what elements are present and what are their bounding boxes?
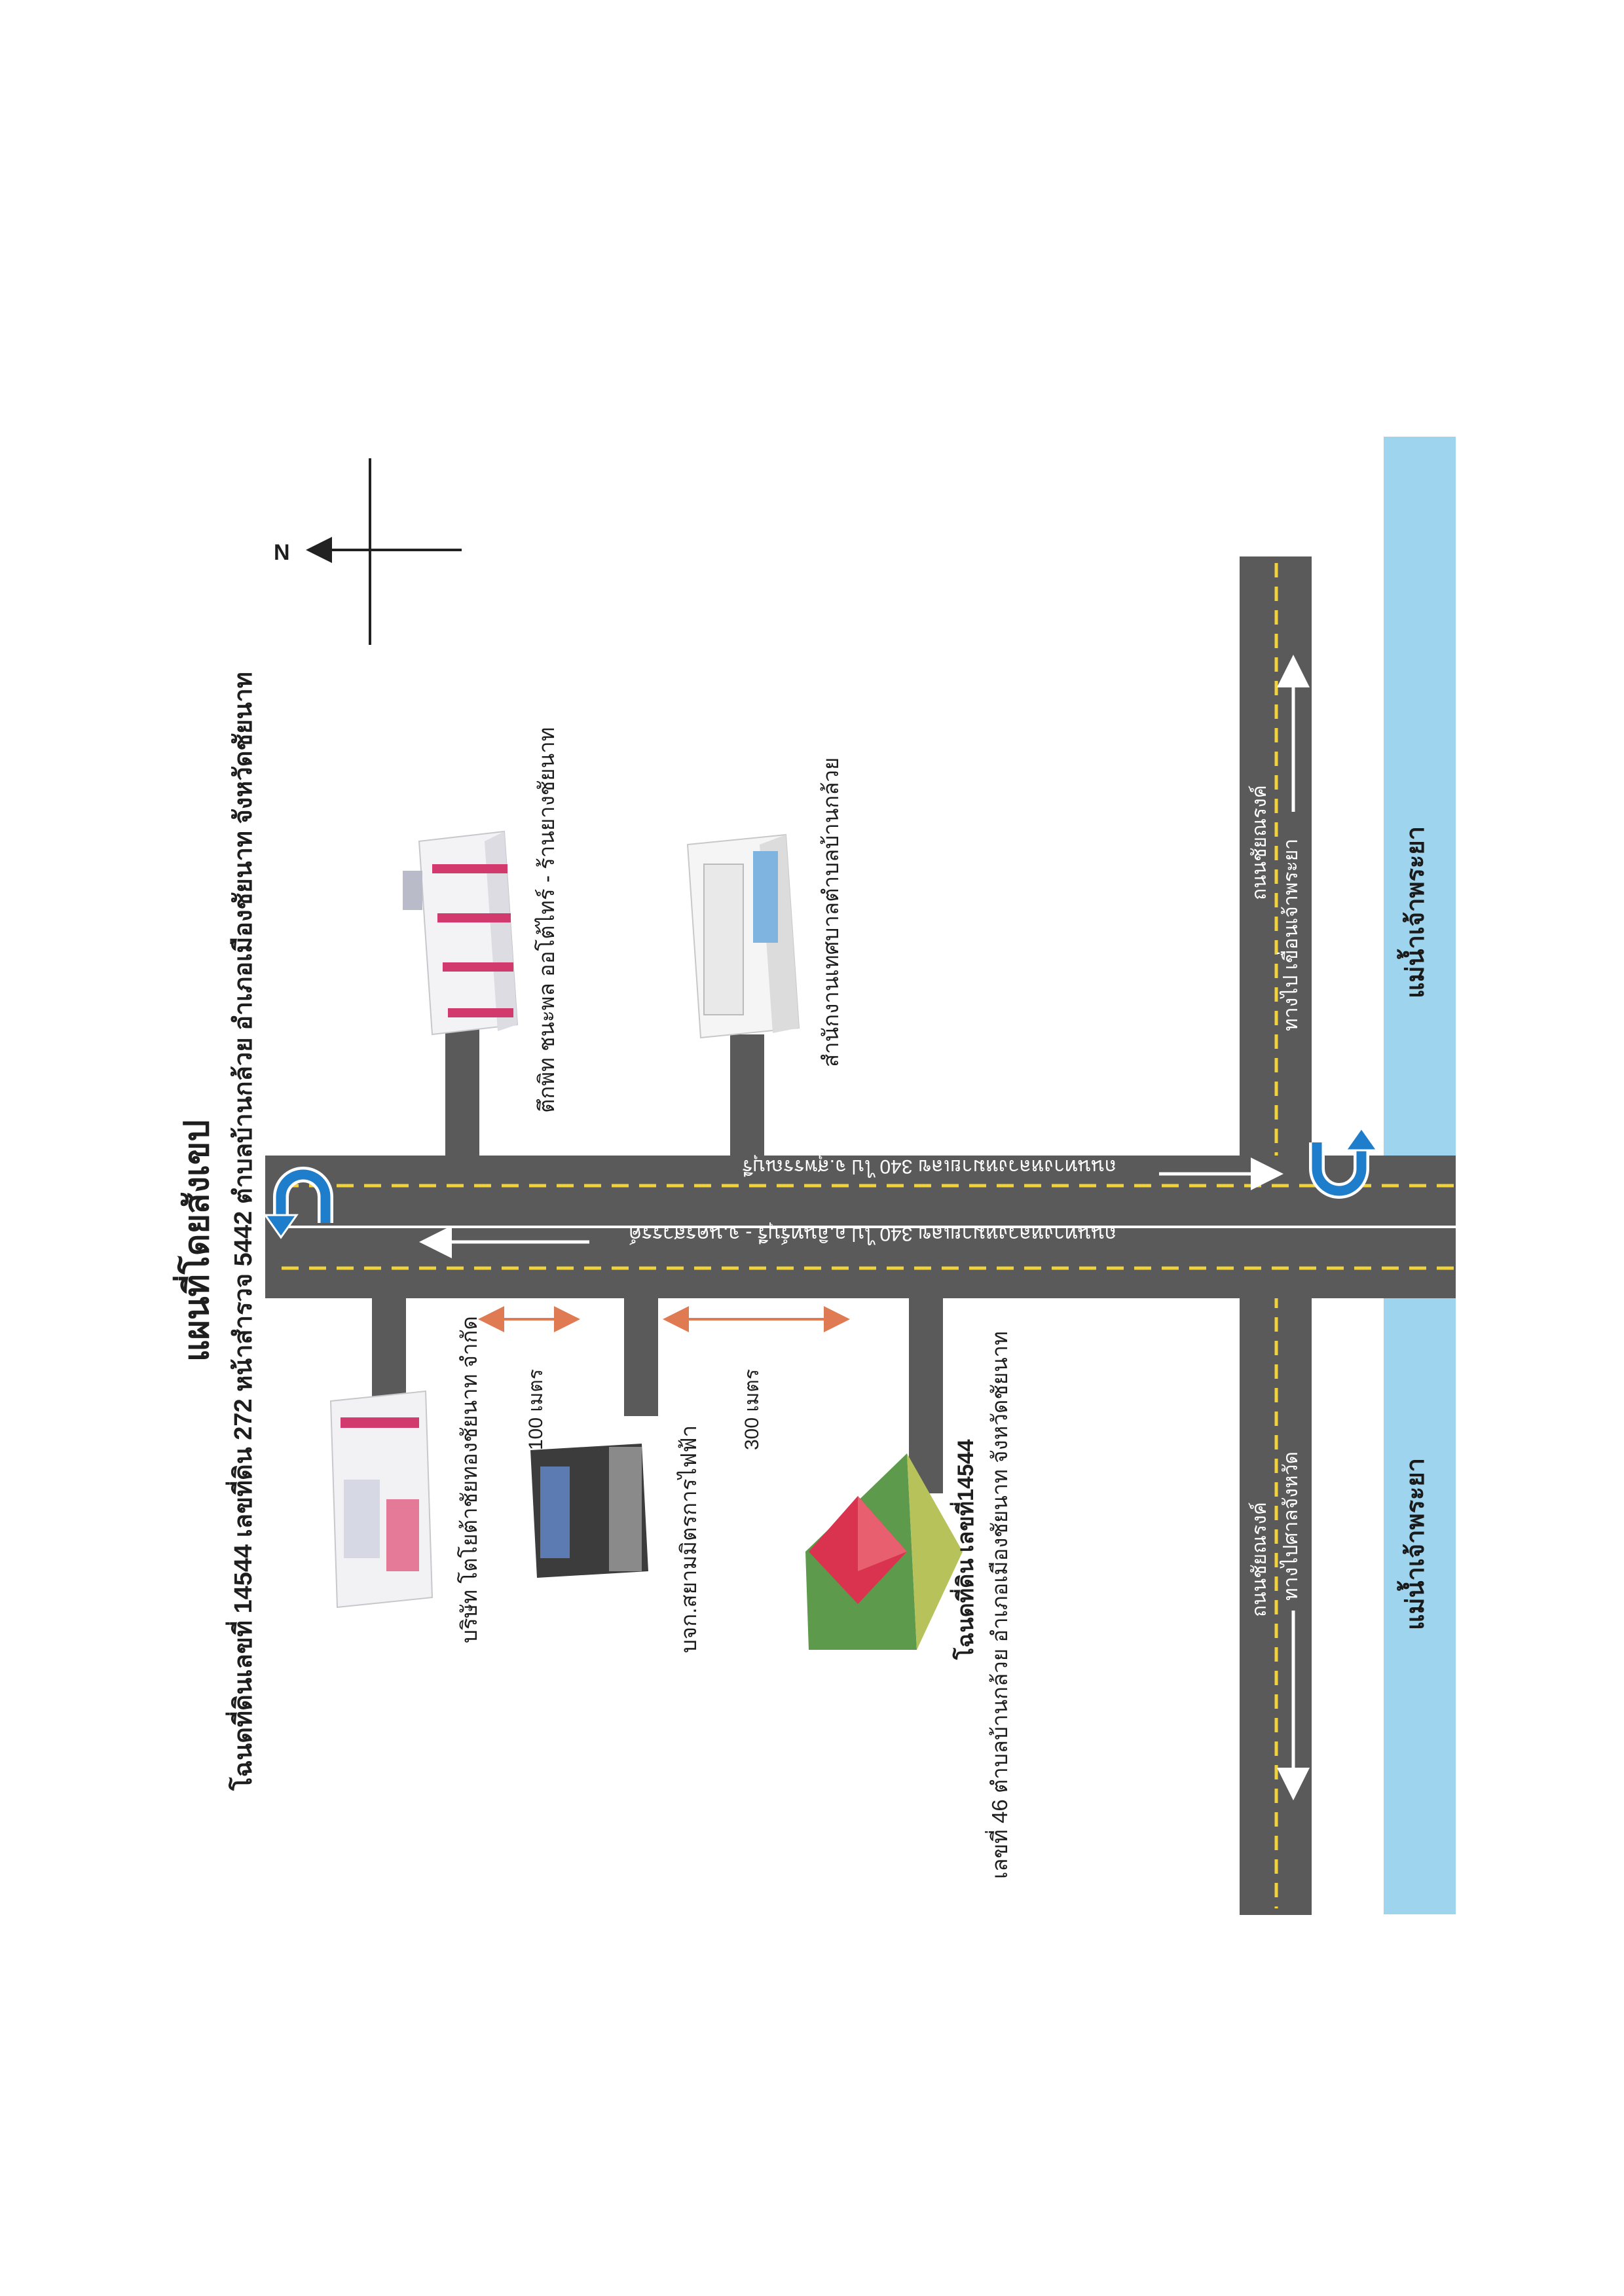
river-label-bottom: แม่น้ำเจ้าพระยา <box>1402 1458 1430 1630</box>
bank-building-icon <box>530 1444 648 1578</box>
land-parcel-icon <box>805 1453 963 1650</box>
distance-label-100m: 100 เมตร <box>525 1368 547 1450</box>
toyota-building-icon <box>329 1390 434 1609</box>
page-title: แผนที่โดยสังเขป <box>178 1120 216 1362</box>
spur-road-parcel <box>909 1297 943 1493</box>
bank-label: บจก.สยามมิตรการไฟฟ้า <box>676 1425 701 1653</box>
spur-road-shophouse <box>445 1018 479 1157</box>
spur-road-toyota <box>372 1297 406 1398</box>
parcel-address: เลขที่ 46 ตำบลบ้านกล้วย อำเภอเมืองชัยนาท… <box>987 1331 1012 1879</box>
river-road-top-label: ถนนชัยณรงค์ <box>1249 785 1270 900</box>
river-label-top: แม่น้ำเจ้าพระยา <box>1402 826 1430 998</box>
parcel-title: โฉนดที่ดิน เลขที่14544 <box>953 1439 978 1660</box>
river-road-bottom-label: ถนนชัยณรงค์ <box>1249 1502 1270 1617</box>
river-road-top-direction: ทางไป เขื่อนเจ้าพระยา <box>1280 838 1302 1031</box>
u-turn-icon <box>263 1167 333 1239</box>
spur-road-municipal <box>730 1034 764 1157</box>
north-label: N <box>274 540 290 565</box>
page-subtitle: โฉนดที่ดินเลขที่ 14544 เลขที่ดิน 272 หน้… <box>230 672 257 1791</box>
shophouse-building-icon <box>403 830 519 1036</box>
shophouse-label: ตึกพิท ชนะพล ออโต้ไทร์ - ร้านยางชัยนาท <box>534 727 559 1113</box>
river-road-bottom-direction: ทางไปศาลจังหวัด <box>1280 1451 1302 1601</box>
spur-road-bank <box>624 1297 658 1416</box>
u-turn-icon <box>1309 1126 1379 1199</box>
north-arrow-icon <box>306 458 462 645</box>
municipal-label: สำนักงานเทศบาลตำบลบ้านกล้วย <box>819 757 843 1067</box>
municipal-office-building-icon <box>686 833 800 1039</box>
highway-340 <box>265 1156 1456 1298</box>
highway-label-suphan: ถนนทางหลวงหมายเลข 340 ไป จ.สุพรรณบุรี <box>742 1156 1116 1177</box>
distance-label-300m: 300 เมตร <box>741 1368 763 1450</box>
toyota-label: บริษัท โตโยต้าชัยทองชัยนาท จำกัด <box>457 1316 481 1643</box>
highway-label-inburi: ถนนทางหลวงหมายเลข 340 ไป อ.อินทร์บุรี - … <box>628 1223 1116 1245</box>
